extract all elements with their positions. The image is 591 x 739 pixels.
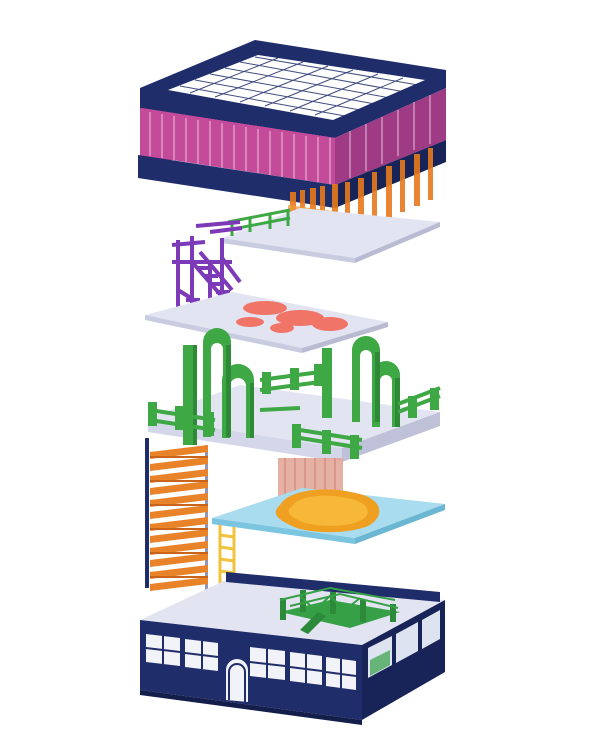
arch-deck-edge-side — [342, 412, 440, 462]
arch-deck-slab — [148, 385, 440, 448]
roof-green-structure — [279, 586, 400, 634]
orange-shelf-stack — [145, 438, 208, 595]
ground-base-front — [140, 690, 362, 725]
pool-inner — [288, 495, 368, 526]
stair-deck-slab — [145, 292, 388, 348]
arch-deck-layer — [148, 328, 441, 462]
roof-front-mesh-full — [140, 108, 335, 185]
stair-deck-layer — [145, 220, 388, 353]
pool-deck-layer — [212, 488, 445, 544]
curtain-deck-edge-side — [355, 222, 440, 263]
roof-bottom-band-front — [138, 155, 335, 208]
roof-cage-layer — [138, 40, 446, 208]
pool-deck-edge-front — [212, 518, 355, 544]
ground-back-wall — [226, 572, 440, 602]
arched-door-frame — [228, 663, 246, 702]
roof-grid-opening — [168, 55, 425, 120]
pool-deck-edge-side — [355, 504, 445, 544]
roof-side-mesh — [335, 88, 446, 185]
roof-mesh-dots — [149, 95, 431, 185]
roof-grid-lines — [179, 56, 419, 117]
curtain-deck-railing — [227, 208, 291, 236]
stair-deck-edge-side — [302, 322, 388, 353]
front-window-mullions — [145, 636, 357, 688]
ground-floor-layer — [140, 572, 445, 725]
arched-door — [226, 659, 248, 702]
curtain-deck-edge — [222, 238, 355, 263]
purple-stair-treads — [186, 266, 230, 302]
curtain-deck-layer — [222, 148, 440, 263]
side-window-green — [370, 650, 390, 676]
coral-patches — [236, 301, 348, 333]
green-posts — [148, 364, 439, 459]
